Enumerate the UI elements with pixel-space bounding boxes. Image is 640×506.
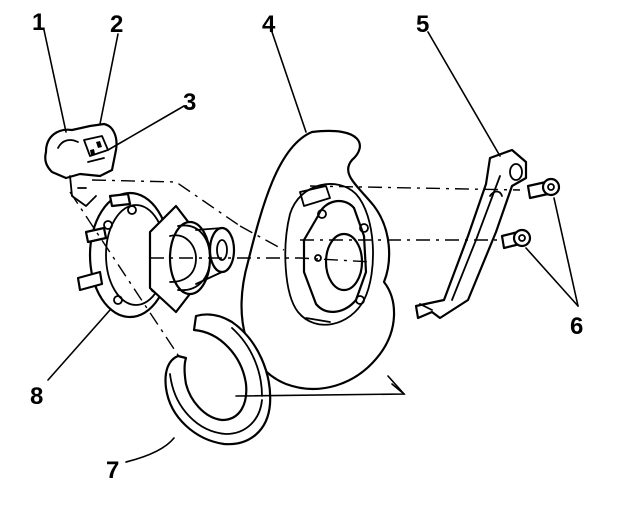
callout-4: 4 — [262, 11, 276, 38]
callout-6: 6 — [570, 313, 583, 340]
brake-shoe-part-7 — [164, 313, 272, 446]
hub-bearing-assembly — [148, 204, 236, 314]
callout-2: 2 — [110, 11, 123, 38]
backing-plate-part-4 — [240, 129, 396, 391]
hub-flange-part-8 — [76, 191, 172, 319]
caliper-bracket-part-1 — [44, 122, 118, 207]
callout-3: 3 — [183, 89, 196, 116]
leader-lines — [43, 29, 579, 463]
callout-7: 7 — [106, 457, 119, 484]
callout-8: 8 — [30, 383, 43, 410]
bolts-part-6 — [500, 177, 561, 250]
callout-1: 1 — [32, 9, 45, 36]
alignment-lines — [69, 179, 521, 359]
callout-5: 5 — [416, 11, 429, 38]
callout-labels: 1 2 3 4 5 6 7 8 — [30, 9, 583, 484]
